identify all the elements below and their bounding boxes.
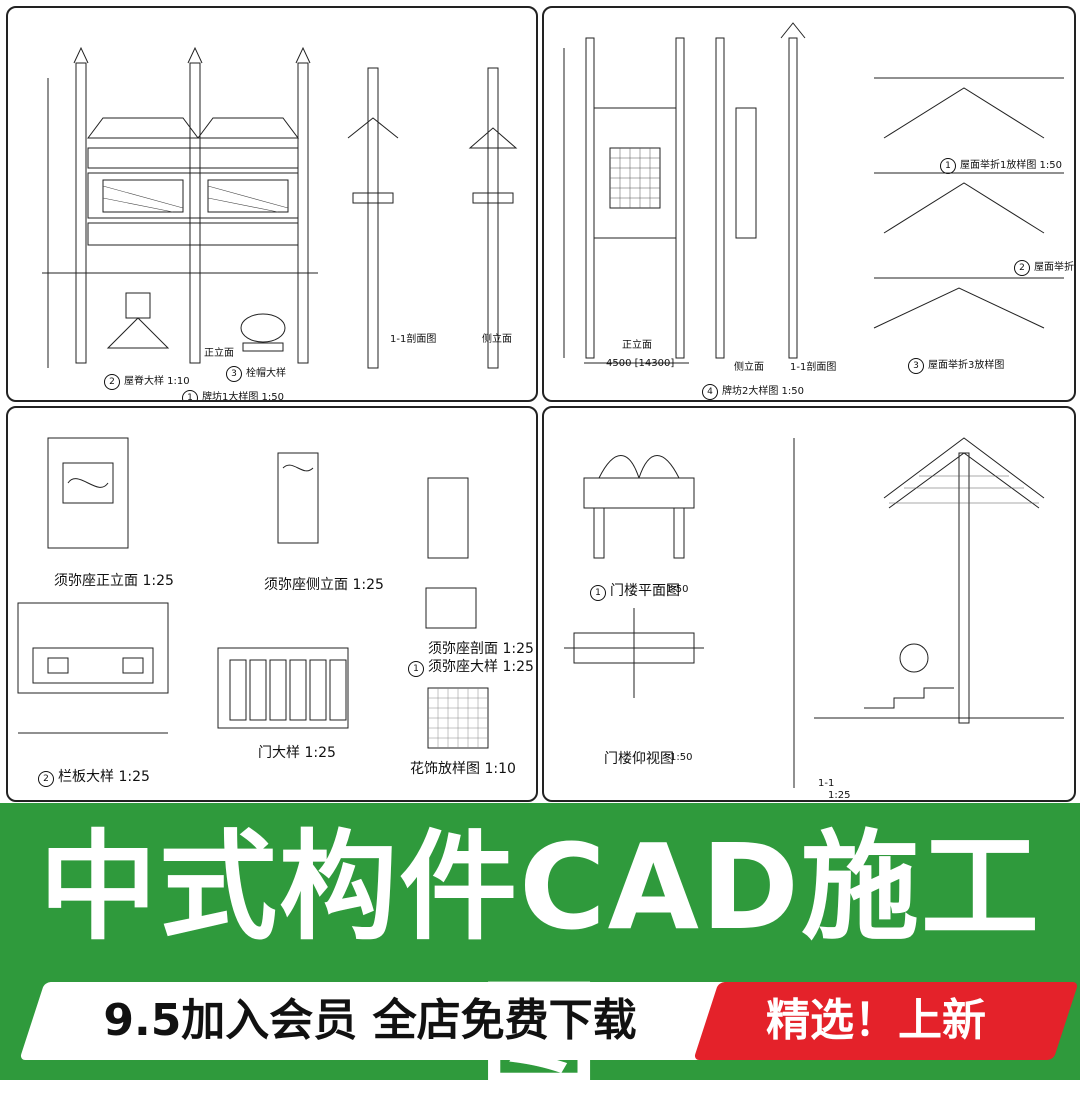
drawing-panel-paifang-1: 2 屋脊大样 1:10 3 栓帽大样 正立面 1-1剖面图 侧立面 1 牌坊1大样图 … — [6, 6, 538, 402]
callout-number: 3 — [226, 366, 242, 382]
caption-text: 栏板大样 1:25 — [58, 769, 150, 785]
caption-roof-1: 1 屋面举折1放样图 1:50 — [940, 156, 1062, 174]
caption-bottom-scale: 1:50 — [670, 752, 693, 763]
caption-text: 屋脊大样 1:10 — [124, 376, 190, 387]
caption-cap-detail: 3 栓帽大样 — [226, 364, 286, 382]
caption-text: 牌坊2大样图 1:50 — [722, 386, 804, 397]
caption-main: 1 牌坊1大样图 1:50 — [182, 388, 284, 402]
paifang-1-drawing — [42, 46, 518, 369]
caption-xumi-side: 须弥座侧立面 1:25 — [264, 577, 384, 593]
callout-number: 2 — [38, 771, 54, 787]
callout-number: 3 — [908, 358, 924, 374]
caption-section: 1-1剖面图 — [390, 334, 437, 345]
caption-text: 屋面举折1放样图 1:50 — [960, 160, 1062, 171]
callout-number: 4 — [702, 384, 718, 400]
caption-plan-scale: 1:50 — [666, 584, 689, 595]
caption-main: 4 牌坊2大样图 1:50 — [702, 382, 804, 400]
caption-text: 须弥座大样 1:25 — [428, 659, 534, 675]
menlou-drawing — [564, 437, 1064, 788]
caption-text: 牌坊1大样图 1:50 — [202, 392, 284, 402]
caption-roof-3: 3 屋面举折3放样图 — [908, 356, 1004, 374]
callout-number: 1 — [590, 585, 606, 601]
callout-number: 1 — [940, 158, 956, 174]
callout-number: 1 — [408, 661, 424, 677]
membership-strip-text[interactable]: 9.5加入会员 全店免费下载 — [103, 995, 637, 1046]
caption-xumi-section: 须弥座剖面 1:25 — [428, 641, 534, 657]
callout-number: 2 — [104, 374, 120, 390]
drawing-panel-paifang-2: 正立面 侧立面 1-1剖面图 4500 [14300] 4 牌坊2大样图 1:50… — [542, 6, 1076, 402]
caption-front-elevation: 正立面 — [204, 348, 234, 359]
caption-section-scale: 1:25 — [828, 790, 851, 801]
caption-text: 屋面举折2放样 — [1034, 262, 1074, 273]
caption-text: 屋面举折3放样图 — [928, 360, 1005, 371]
callout-number: 1 — [182, 390, 198, 400]
banner-title: 中式构件CAD施工图 — [39, 818, 1041, 1106]
dimension-width: 4500 [14300] — [606, 358, 675, 369]
caption-side-elevation: 侧立面 — [482, 334, 512, 345]
caption-roof-ridge: 2 屋脊大样 1:10 — [104, 372, 190, 390]
callout-number: 2 — [1014, 260, 1030, 276]
caption-bottom-view: 门楼仰视图 — [604, 751, 674, 767]
caption-door: 门大样 1:25 — [258, 745, 336, 761]
paifang-2-drawing — [563, 22, 1064, 364]
caption-section: 1-1剖面图 — [790, 362, 837, 373]
caption-text: 栓帽大样 — [246, 368, 286, 379]
caption-section: 1-1 — [818, 778, 835, 789]
xumizuo-drawing — [17, 437, 489, 749]
caption-front-elevation: 正立面 — [622, 340, 652, 351]
caption-xumi-front: 须弥座正立面 1:25 — [54, 573, 174, 589]
caption-flower: 花饰放样图 1:10 — [410, 761, 516, 777]
caption-side-elevation: 侧立面 — [734, 362, 764, 373]
caption-text: 门楼平面图 — [610, 583, 680, 599]
caption-roof-2: 2 屋面举折2放样 — [1014, 258, 1074, 276]
new-arrival-strip-text[interactable]: 精选！上新 — [766, 995, 986, 1046]
